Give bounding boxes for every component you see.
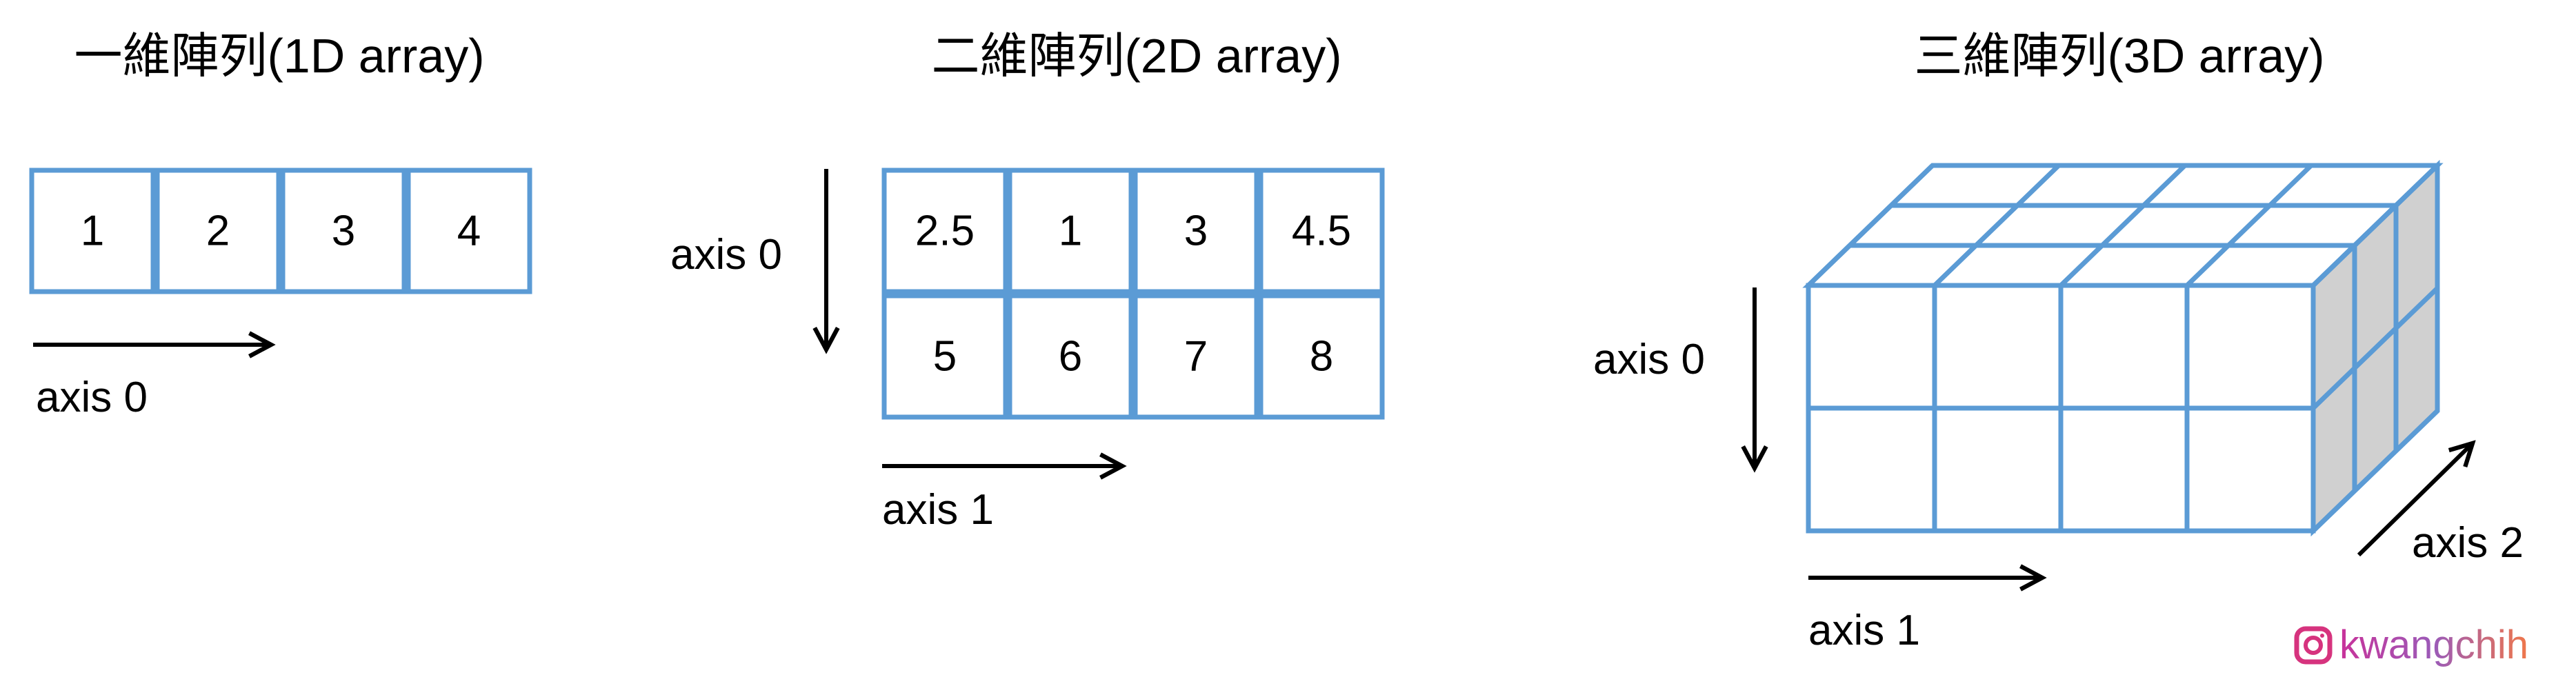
cell-value: 3 [1184,208,1208,255]
front-cell [2184,283,2316,411]
array-cell: 5 [881,293,1008,420]
array-cell: 7 [1132,293,1259,420]
top-grid-line [2185,163,2313,287]
cell-value: 8 [1310,333,1333,381]
front-cell [1806,283,1937,411]
array-cell: 1 [29,168,156,294]
cell-value: 7 [1184,333,1208,381]
cell-value: 2.5 [915,208,975,255]
front-cell [1932,405,2064,534]
array-cell: 2 [154,168,281,294]
axis-0-label-3d: axis 0 [1593,336,1705,383]
cell-value: 5 [933,333,957,381]
array-cell: 1 [1007,168,1134,294]
array-cell: 2.5 [881,168,1008,294]
cell-value: 4 [457,208,481,255]
cell-value: 4.5 [1292,208,1351,255]
side-grid-line [2311,163,2439,287]
axis-2-label-3d: axis 2 [2412,519,2524,567]
cell-value: 2 [206,208,230,255]
title-2d: 二維陣列(2D array) [931,29,1341,83]
cell-value: 6 [1059,333,1082,381]
front-cell [2184,405,2316,534]
axis-2-arrow-3d [2357,443,2473,557]
side-grid-line [2311,286,2439,410]
axis-1-label-2d: axis 1 [882,486,994,534]
array-cell: 3 [1132,168,1259,294]
front-cell [2058,283,2190,411]
axis-1-label-3d: axis 1 [1808,607,1920,654]
array-cell: 3 [280,168,407,294]
title-3d: 三維陣列(3D array) [1914,29,2324,83]
top-grid-line [1933,163,2061,287]
instagram-icon [2294,626,2333,665]
axis-0-label-2d: axis 0 [670,231,782,279]
array-2d: 2.5 1 3 4.5 5 6 7 8 [881,168,1385,420]
axis-0-label-1d: axis 0 [36,374,148,421]
title-1d: 一維陣列(1D array) [74,29,484,83]
array-3d-cube [1802,159,2444,537]
top-grid-line [1806,163,1935,287]
top-grid-line [2059,163,2187,287]
array-cell: 8 [1258,293,1385,420]
array-cell: 4 [406,168,532,294]
cell-value: 1 [1059,208,1082,255]
front-cell [1932,283,2064,411]
watermark-handle: kwangchih [2339,623,2528,667]
array-1d: 1 2 3 4 [29,168,532,294]
front-cell [2058,405,2190,534]
array-cell: 4.5 [1258,168,1385,294]
side-grid-line [2311,409,2439,533]
array-cell: 6 [1007,293,1134,420]
cell-value: 3 [332,208,355,255]
cell-value: 1 [81,208,104,255]
front-cell [1806,405,1937,534]
